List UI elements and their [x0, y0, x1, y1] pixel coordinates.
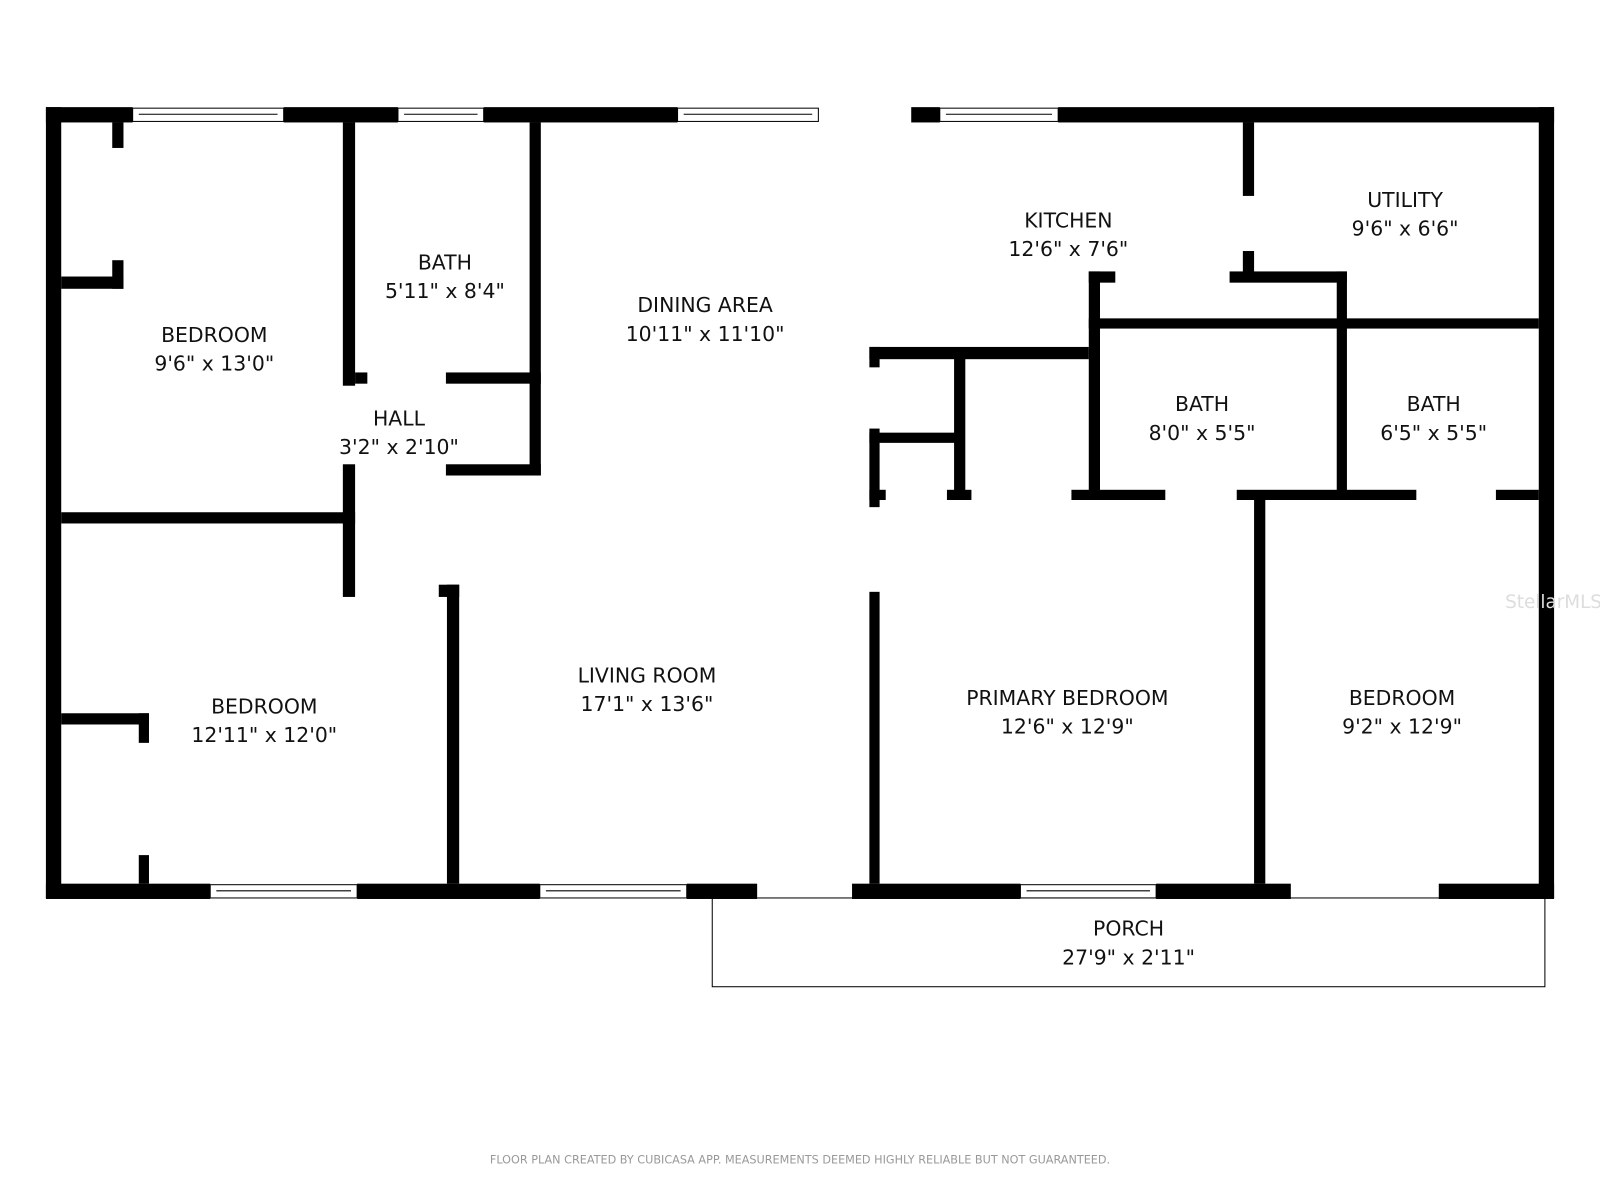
- wall-segment: [355, 372, 368, 384]
- wall-segment: [852, 883, 1021, 899]
- room-name: BATH: [1175, 392, 1229, 416]
- wall-segment: [1438, 883, 1555, 899]
- wall-segment: [45, 883, 211, 899]
- room-name: BATH: [418, 250, 472, 274]
- wall-segment: [445, 372, 541, 384]
- wall-segment: [911, 107, 940, 123]
- room-name: PRIMARY BEDROOM: [966, 686, 1168, 710]
- wall-segment: [946, 489, 972, 500]
- wall-segment: [869, 432, 960, 443]
- wall-segment: [1242, 251, 1255, 276]
- walls: [45, 107, 1555, 899]
- room-name: BEDROOM: [1349, 686, 1455, 710]
- room-name: UTILITY: [1367, 188, 1443, 212]
- wall-segment: [1088, 271, 1116, 283]
- windows: [132, 107, 1157, 899]
- room-size: 8'0" x 5'5": [1149, 421, 1256, 445]
- room-size: 10'11" x 11'10": [626, 322, 785, 346]
- wall-segment: [446, 584, 460, 884]
- room-size: 3'2" x 2'10": [339, 435, 459, 459]
- wall-segment: [869, 591, 880, 884]
- room-name: DINING AREA: [637, 293, 773, 317]
- wall-segment: [342, 122, 356, 386]
- room-size: 9'6" x 6'6": [1352, 217, 1459, 241]
- wall-segment: [1336, 271, 1347, 500]
- wall-segment: [61, 512, 356, 524]
- wall-segment: [529, 122, 541, 476]
- room-name: LIVING ROOM: [578, 664, 717, 688]
- wall-segment: [112, 122, 124, 148]
- wall-segment: [138, 855, 149, 884]
- room-size: 12'6" x 7'6": [1008, 237, 1128, 261]
- wall-segment: [342, 464, 356, 597]
- wall-segment: [1495, 489, 1539, 500]
- room-name: HALL: [373, 407, 426, 431]
- room-name: BEDROOM: [161, 323, 267, 347]
- wall-segment: [1236, 489, 1417, 500]
- room-size: 9'6" x 13'0": [154, 351, 274, 375]
- wall-segment: [61, 276, 124, 289]
- wall-segment: [1071, 489, 1166, 500]
- wall-segment: [1229, 271, 1347, 283]
- wall-segment: [45, 107, 62, 898]
- wall-segment: [1058, 107, 1555, 123]
- wall-segment: [483, 107, 678, 123]
- room-name: BATH: [1407, 392, 1461, 416]
- wall-segment: [112, 260, 124, 289]
- room-size: 12'11" x 12'0": [191, 723, 337, 747]
- room-name: BEDROOM: [211, 694, 317, 718]
- footer-disclaimer: FLOOR PLAN CREATED BY CUBICASA APP. MEAS…: [490, 1153, 1110, 1166]
- wall-segment: [283, 107, 398, 123]
- wall-segment: [445, 464, 541, 476]
- room-size: 9'2" x 12'9": [1342, 715, 1462, 739]
- wall-segment: [869, 428, 880, 508]
- room-name: KITCHEN: [1024, 209, 1112, 233]
- wall-segment: [1254, 500, 1266, 884]
- room-size: 5'11" x 8'4": [385, 279, 505, 303]
- room-size: 12'6" x 12'9": [1001, 715, 1134, 739]
- wall-segment: [61, 713, 149, 725]
- wall-segment: [869, 346, 1089, 360]
- wall-segment: [869, 489, 886, 500]
- watermark: StellarMLS: [1505, 592, 1600, 613]
- room-size: 6'5" x 5'5": [1380, 421, 1487, 445]
- wall-segment: [1088, 271, 1100, 500]
- porch-outline: [711, 897, 1546, 988]
- wall-segment: [686, 883, 758, 899]
- wall-segment: [1088, 318, 1539, 329]
- wall-segment: [138, 713, 149, 743]
- wall-segment: [1538, 107, 1555, 898]
- room-name: PORCH: [1093, 917, 1164, 941]
- wall-segment: [357, 883, 540, 899]
- wall-segment: [1242, 122, 1255, 196]
- room-size: 27'9" x 2'11": [1062, 945, 1195, 969]
- wall-segment: [869, 346, 880, 368]
- wall-segment: [954, 353, 966, 500]
- room-size: 17'1" x 13'6": [581, 692, 714, 716]
- wall-segment: [45, 107, 133, 123]
- wall-segment: [1156, 883, 1291, 899]
